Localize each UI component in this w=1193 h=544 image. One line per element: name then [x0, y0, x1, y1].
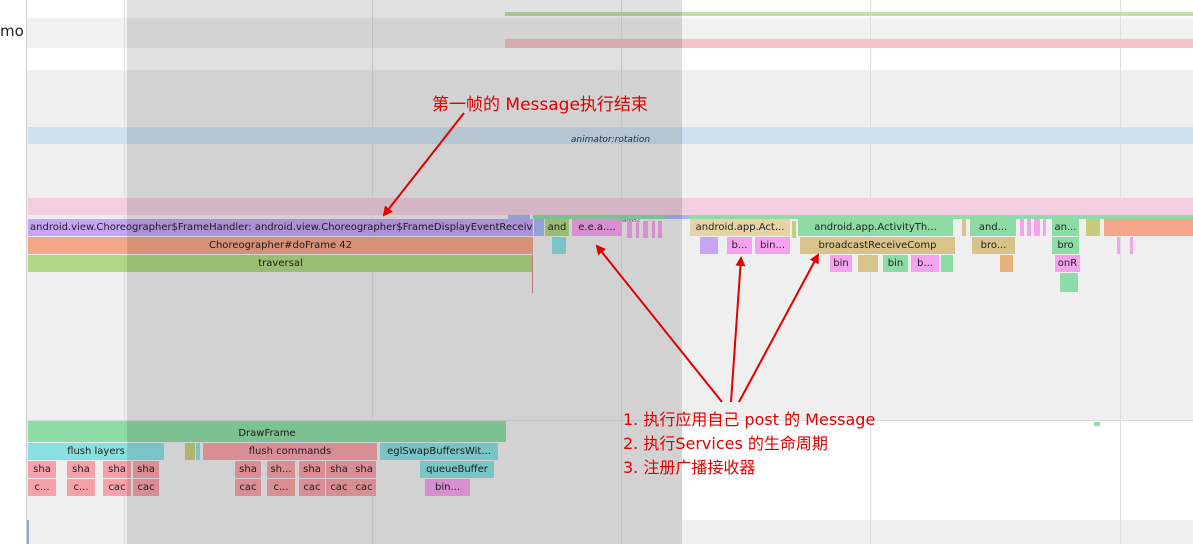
grid-line — [124, 0, 125, 544]
trace-bar[interactable] — [534, 219, 544, 236]
sha-slice-9[interactable]: sha — [352, 461, 376, 478]
sha-slice-3[interactable]: sha — [103, 461, 131, 478]
trace-bar[interactable] — [505, 39, 1193, 48]
drawframe-slice[interactable]: DrawFrame — [28, 425, 506, 442]
trace-bar[interactable] — [636, 221, 639, 238]
c-slice-6[interactable]: c... — [267, 479, 295, 496]
trace-bar[interactable] — [652, 221, 655, 238]
arrow-to-first-frame — [382, 112, 465, 217]
annotation-line-2: 2. 执行Services 的生命周期 — [623, 434, 828, 453]
bro-slice-2[interactable]: bro — [1052, 237, 1079, 254]
broadcast-receive-slice[interactable]: broadcastReceiveComp — [800, 237, 955, 254]
bin-slice-3[interactable]: bin — [883, 255, 908, 272]
traversal-slice[interactable]: traversal — [28, 255, 533, 272]
animator-rotation-track[interactable]: animator:rotation — [28, 127, 1193, 145]
trace-bar[interactable] — [627, 221, 632, 238]
trace-bar[interactable] — [1043, 219, 1046, 236]
trace-bar[interactable] — [1020, 219, 1024, 236]
trace-bar[interactable] — [700, 237, 718, 254]
choreographer-framehandler-slice[interactable]: android.view.Choreographer$FrameHandler:… — [28, 219, 533, 236]
onr-slice[interactable]: onR — [1055, 255, 1080, 272]
track-label[interactable]: mo — [0, 22, 24, 40]
arrow-to-broadcast-slice — [738, 253, 819, 403]
cac-slice-9[interactable]: cac — [352, 479, 376, 496]
annotation-top: 第一帧的 Message执行结束 — [432, 95, 648, 115]
doframe-slice[interactable]: Choreographer#doFrame 42 — [28, 237, 533, 254]
cac-slice-4[interactable]: cac — [133, 479, 159, 496]
grid-line — [372, 0, 373, 544]
trace-bar[interactable] — [858, 255, 878, 272]
trace-bar[interactable] — [552, 237, 566, 254]
sha-slice-4[interactable]: sha — [133, 461, 159, 478]
and-slice-2[interactable]: and... — [970, 219, 1016, 236]
trace-bar[interactable] — [1094, 422, 1100, 426]
sha-slice-8[interactable]: sha — [326, 461, 352, 478]
eglswapbuffers-slice[interactable]: eglSwapBuffersWit... — [380, 443, 498, 460]
trace-bar[interactable] — [1000, 255, 1013, 272]
trace-bar[interactable] — [643, 221, 648, 238]
trace-bar[interactable] — [505, 12, 1193, 16]
trace-bar[interactable] — [1086, 219, 1100, 236]
trace-bar[interactable] — [962, 219, 966, 236]
trace-bar[interactable] — [1027, 219, 1031, 236]
trace-bar[interactable] — [185, 443, 195, 460]
and-slice[interactable]: and — [545, 219, 569, 236]
sha-slice-7[interactable]: sha — [299, 461, 325, 478]
sha-slice-1[interactable]: sha — [28, 461, 56, 478]
trace-bar[interactable] — [1060, 273, 1078, 292]
trace-bar[interactable] — [665, 215, 689, 219]
trace-bar[interactable] — [823, 215, 1193, 219]
track-row-bg-4 — [0, 520, 1193, 544]
arrow-to-eea-slice — [595, 244, 723, 403]
cursor-marker — [27, 520, 29, 544]
b-slice[interactable]: b... — [727, 237, 752, 254]
sha-slice-2[interactable]: sha — [67, 461, 95, 478]
trace-bar[interactable] — [658, 221, 662, 238]
bin-slice-2[interactable]: bin — [830, 255, 852, 272]
b-slice-2[interactable]: b... — [911, 255, 939, 272]
bro-slice[interactable]: bro... — [972, 237, 1015, 254]
grid-line — [1120, 0, 1121, 544]
cac-slice-5[interactable]: cac — [235, 479, 261, 496]
c-slice-1[interactable]: c... — [28, 479, 56, 496]
app-activity-slice-1[interactable]: android.app.Act... — [690, 219, 790, 236]
c-slice-2[interactable]: c... — [67, 479, 95, 496]
trace-bar[interactable] — [941, 255, 953, 272]
trace-bar[interactable] — [1034, 219, 1040, 236]
an-slice[interactable]: an... — [1052, 219, 1079, 236]
grid-line — [621, 0, 622, 544]
grid-line — [870, 0, 871, 544]
eea-slice[interactable]: e.e.a.... — [572, 219, 622, 236]
flush-layers-slice[interactable]: flush layers — [28, 443, 164, 460]
bin-slice-4[interactable]: bin... — [425, 479, 470, 496]
trace-bar[interactable] — [1104, 219, 1193, 236]
app-activity-slice-2[interactable]: android.app.ActivityTh... — [798, 219, 953, 236]
annotation-line-1: 1. 执行应用自己 post 的 Message — [623, 410, 876, 429]
cac-slice-7[interactable]: cac — [299, 479, 325, 496]
track-row-separator — [28, 420, 1193, 421]
trace-bar[interactable] — [792, 221, 796, 238]
flush-commands-slice[interactable]: flush commands — [203, 443, 377, 460]
annotation-line-3: 3. 注册广播接收器 — [623, 458, 756, 477]
cac-slice-8[interactable]: cac — [326, 479, 352, 496]
slice-end-marker — [532, 255, 533, 293]
sha-slice-5[interactable]: sha — [235, 461, 261, 478]
trace-bar[interactable] — [508, 215, 530, 219]
animator-rotation-track-label: animator:rotation — [570, 135, 651, 145]
bin-slice-1[interactable]: bin... — [755, 237, 790, 254]
queuebuffer-slice[interactable]: queueBuffer — [420, 461, 494, 478]
trace-bar[interactable] — [196, 443, 200, 460]
trace-bar[interactable] — [1130, 237, 1133, 254]
cac-slice-3[interactable]: cac — [103, 479, 131, 496]
trace-bar[interactable] — [28, 421, 506, 425]
sh-slice-6[interactable]: sh... — [267, 461, 295, 478]
arrow-to-b-slice — [730, 256, 746, 403]
selection-area[interactable] — [127, 0, 682, 544]
track-label-column — [0, 0, 27, 544]
trace-bar[interactable] — [1117, 237, 1120, 254]
